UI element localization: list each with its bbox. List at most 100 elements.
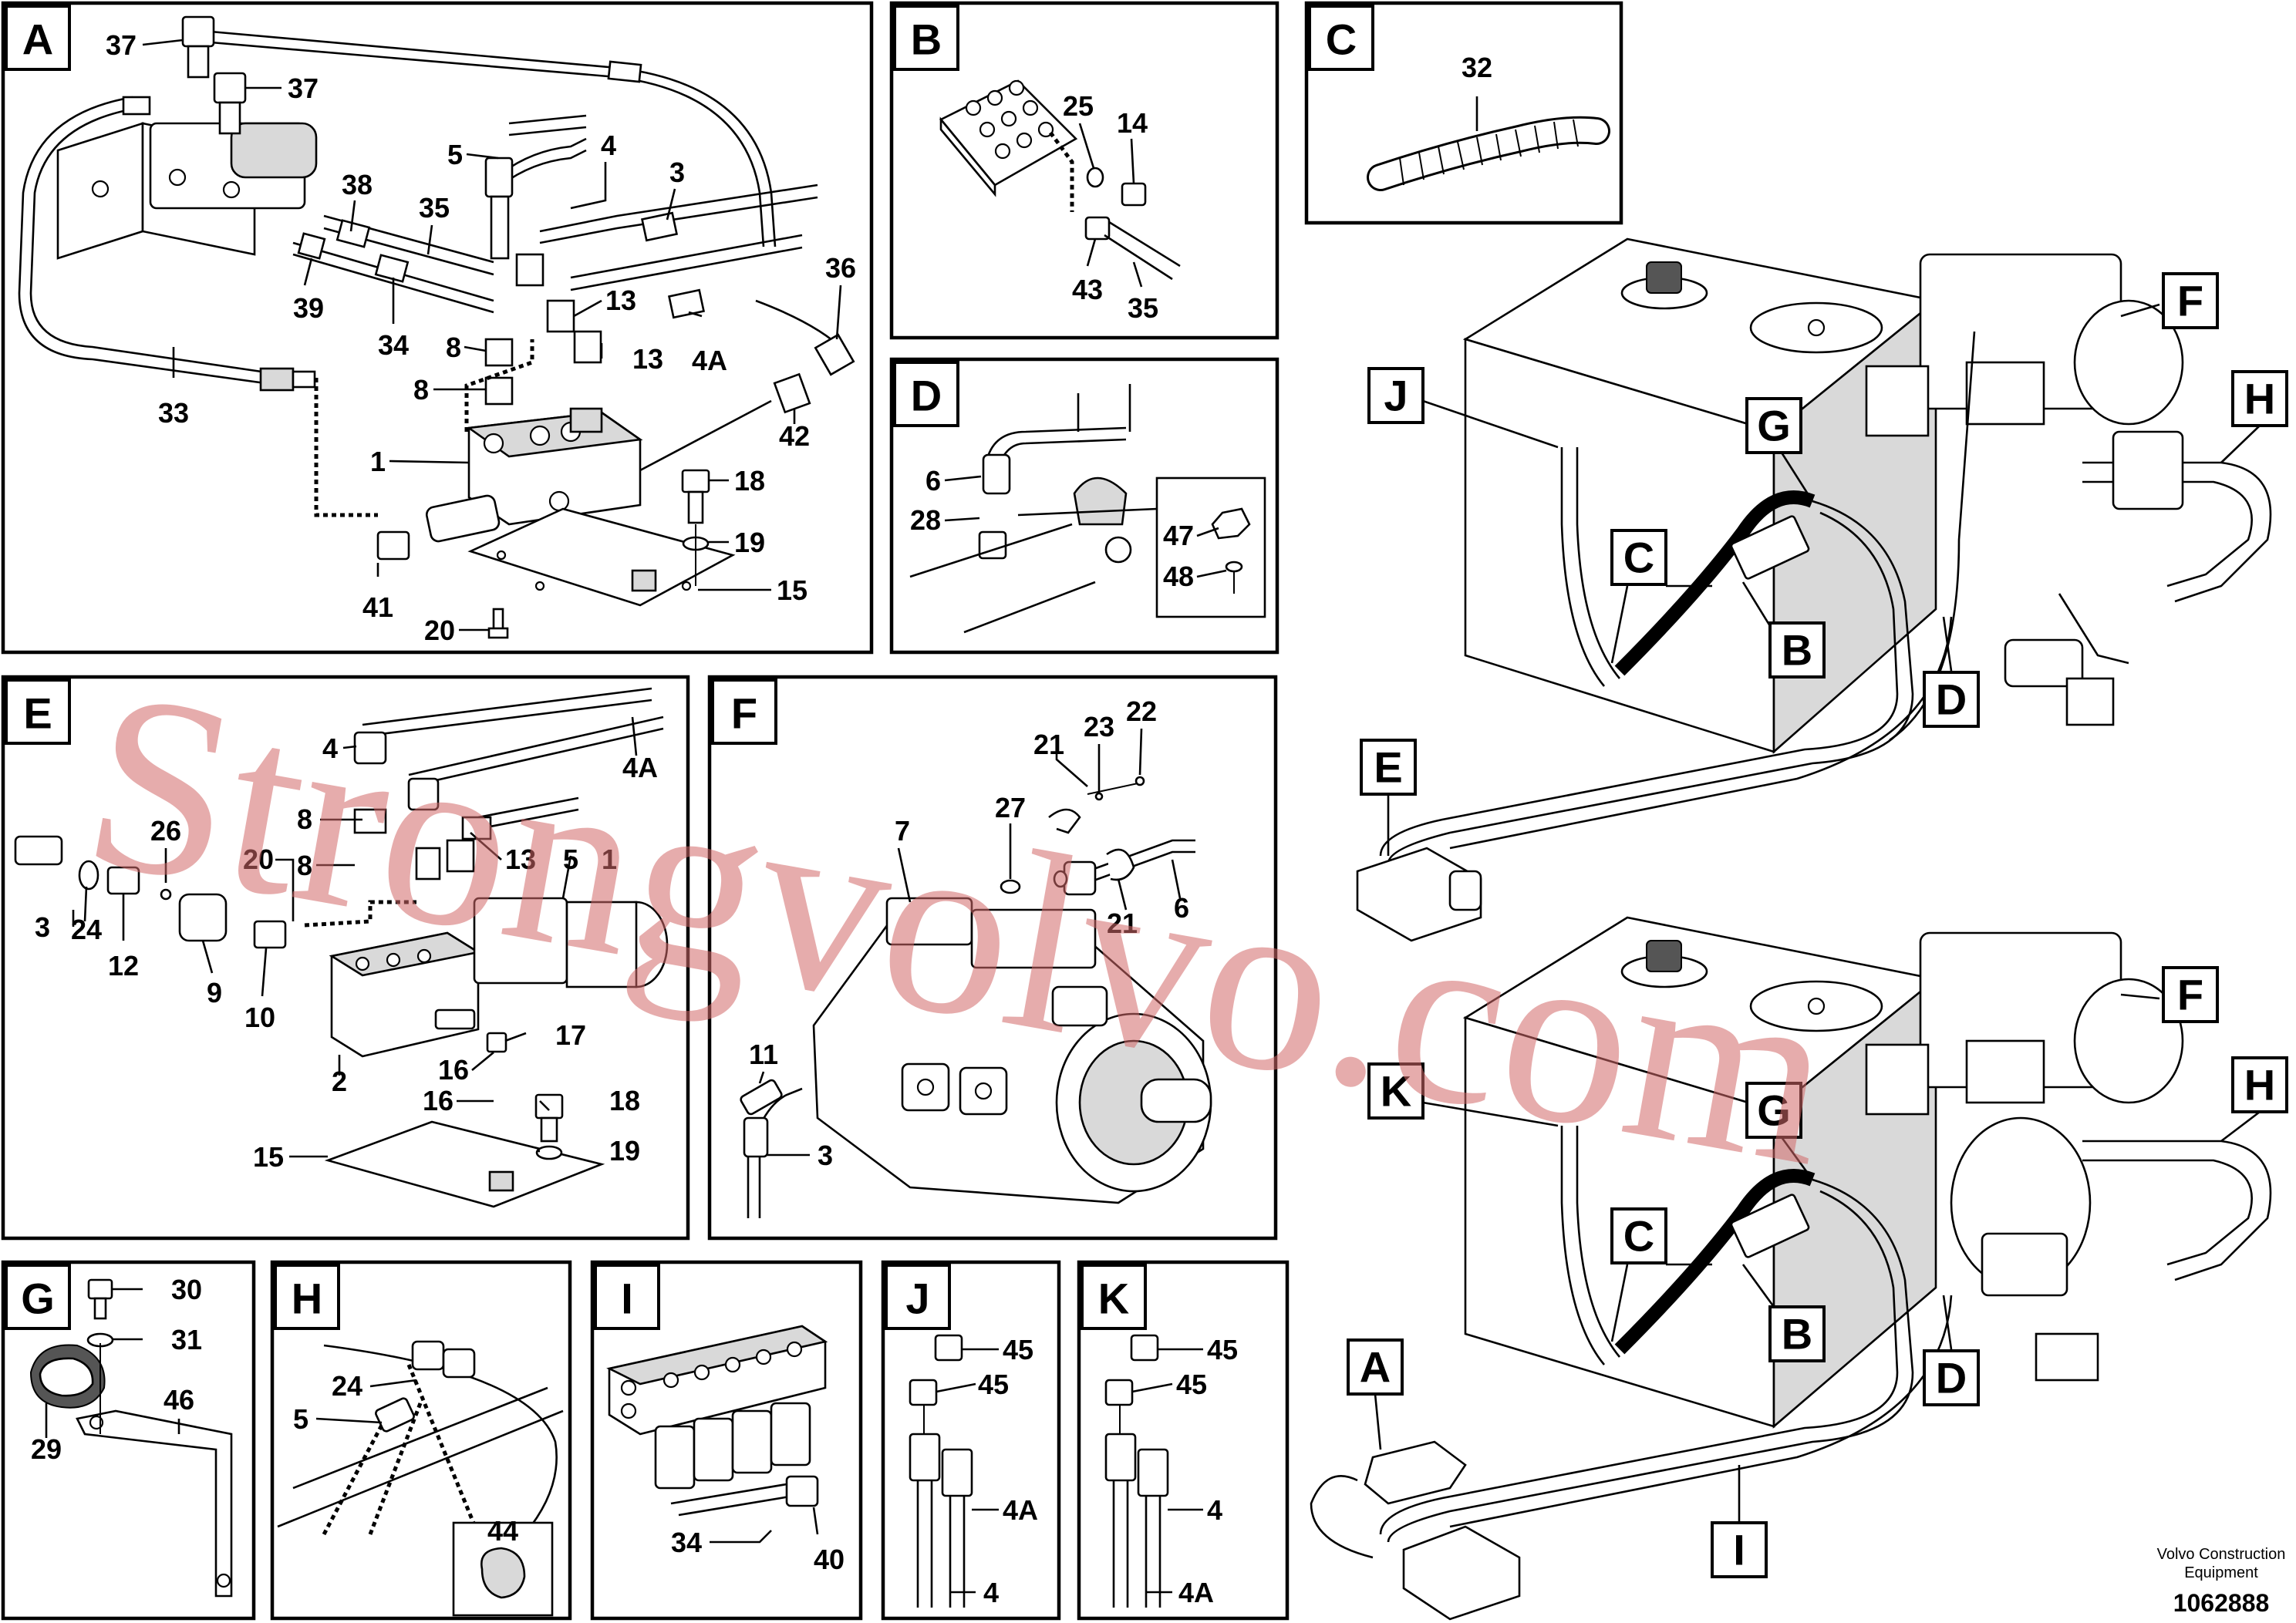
callout-37: 37 (106, 29, 137, 61)
panel-d-tag: D (893, 361, 959, 427)
callout-40: 40 (814, 1544, 845, 1575)
panel-e-tag: E (5, 678, 71, 745)
callout-4a: 4A (622, 752, 658, 783)
panel-f-frame (707, 675, 1278, 1241)
panel-b-frame (889, 1, 1279, 340)
callout-3: 3 (35, 911, 50, 943)
panel-h-frame (270, 1260, 572, 1621)
overview-tag-g: G (1757, 402, 1791, 450)
panel-f-drawing: 22 23 21 27 7 21 6 11 3 (740, 695, 1212, 1218)
svg-text:A: A (22, 15, 53, 64)
footer-company-line2: Equipment (2184, 1564, 2258, 1581)
callout-11: 11 (749, 1039, 778, 1070)
callout-34: 34 (671, 1527, 702, 1558)
svg-text:I: I (621, 1274, 633, 1323)
callout-32: 32 (1462, 52, 1492, 83)
callout-39: 39 (293, 292, 324, 324)
callout-19: 19 (734, 527, 765, 558)
callout-2: 2 (332, 1066, 347, 1097)
overview-tag-b: B (1782, 626, 1812, 675)
callout-14: 14 (1117, 107, 1148, 139)
callout-18: 18 (609, 1085, 640, 1116)
callout-5: 5 (293, 1403, 308, 1435)
overview-tag-g: G (1757, 1086, 1791, 1135)
overview-tag-d: D (1936, 1354, 1967, 1402)
callout-4a: 4A (1178, 1577, 1214, 1608)
panel-a-tag: A (5, 5, 71, 71)
panel-c-tag: C (1308, 5, 1374, 71)
svg-text:K: K (1098, 1274, 1129, 1323)
svg-text:E: E (23, 689, 52, 738)
callout-42: 42 (779, 420, 810, 452)
callout-19: 19 (609, 1135, 640, 1167)
panel-c-drawing: 32 (1367, 52, 1610, 191)
callout-27: 27 (995, 792, 1026, 823)
callout-8: 8 (446, 332, 461, 363)
overview-tag-e: E (1374, 743, 1402, 792)
panel-g-tag: G (5, 1264, 71, 1330)
callout-3: 3 (818, 1140, 833, 1171)
overview-callouts: J G F H C B D E F K G H (1347, 272, 2288, 1578)
callout-12: 12 (108, 950, 139, 982)
panel-j-tag: J (885, 1264, 951, 1330)
callout-37: 37 (288, 72, 319, 104)
svg-text:G: G (21, 1274, 55, 1323)
callout-13: 13 (632, 343, 663, 375)
overview-tag-f: F (2177, 277, 2203, 325)
callout-13: 13 (505, 843, 536, 875)
callout-38: 38 (342, 169, 373, 200)
callout-15: 15 (777, 574, 807, 606)
callout-24: 24 (332, 1370, 362, 1402)
panel-c-frame (1304, 1, 1623, 225)
overview-tag-i: I (1733, 1526, 1745, 1574)
callout-1: 1 (602, 843, 617, 875)
footer-company: Volvo Construction (2157, 1546, 2286, 1563)
overview-tag-f: F (2177, 971, 2203, 1019)
callout-33: 33 (158, 397, 189, 429)
callout-43: 43 (1072, 274, 1103, 305)
callout-5: 5 (447, 139, 463, 170)
overview-tag-a: A (1360, 1343, 1391, 1392)
callout-30: 30 (171, 1274, 202, 1305)
panel-k-drawing: 45 45 4 4A (1104, 1334, 1238, 1608)
svg-text:H: H (292, 1274, 322, 1323)
panel-g-drawing: 30 31 46 29 (29, 1274, 233, 1598)
callout-24: 24 (71, 914, 102, 945)
callout-15: 15 (253, 1141, 284, 1173)
callout-4: 4 (1207, 1494, 1222, 1526)
callout-10: 10 (244, 1002, 275, 1033)
panel-e-drawing: 4 4A 26 20 13 5 1 8 8 3 24 12 9 10 17 16… (14, 687, 669, 1208)
footer: Volvo Construction Equipment 1062888 (2157, 1546, 2286, 1617)
callout-1: 1 (370, 446, 386, 477)
panel-b-tag: B (893, 5, 959, 71)
panel-h-tag: H (274, 1264, 340, 1330)
callout-22: 22 (1126, 695, 1157, 727)
callout-4a: 4A (692, 345, 727, 376)
callout-36: 36 (825, 252, 856, 284)
panel-a-callouts: 37 37 38 35 5 4 3 39 34 8 13 13 4A 36 8 … (106, 29, 856, 646)
panel-d-drawing: 6 28 47 48 (909, 384, 1266, 634)
svg-text:F: F (731, 689, 757, 738)
callout-8: 8 (297, 850, 312, 881)
panel-k-frame (1077, 1260, 1290, 1621)
callout-3: 3 (669, 157, 685, 188)
callout-31: 31 (171, 1324, 202, 1355)
callout-48: 48 (1163, 561, 1194, 592)
callout-20: 20 (424, 615, 455, 646)
callout-45: 45 (1003, 1334, 1033, 1365)
callout-35: 35 (419, 192, 450, 224)
callout-25: 25 (1063, 90, 1094, 122)
panel-g-frame (1, 1260, 256, 1621)
panel-f-tag: F (711, 678, 777, 745)
overview-tag-b: B (1782, 1310, 1812, 1359)
callout-20: 20 (243, 843, 274, 875)
overview-tag-c: C (1623, 534, 1654, 582)
callout-13: 13 (605, 285, 636, 316)
callout-6: 6 (925, 465, 941, 497)
panel-k-tag: K (1081, 1264, 1147, 1330)
callout-44: 44 (487, 1515, 518, 1547)
callout-41: 41 (362, 591, 393, 623)
panel-e-frame (1, 675, 690, 1241)
callout-8: 8 (413, 374, 429, 406)
